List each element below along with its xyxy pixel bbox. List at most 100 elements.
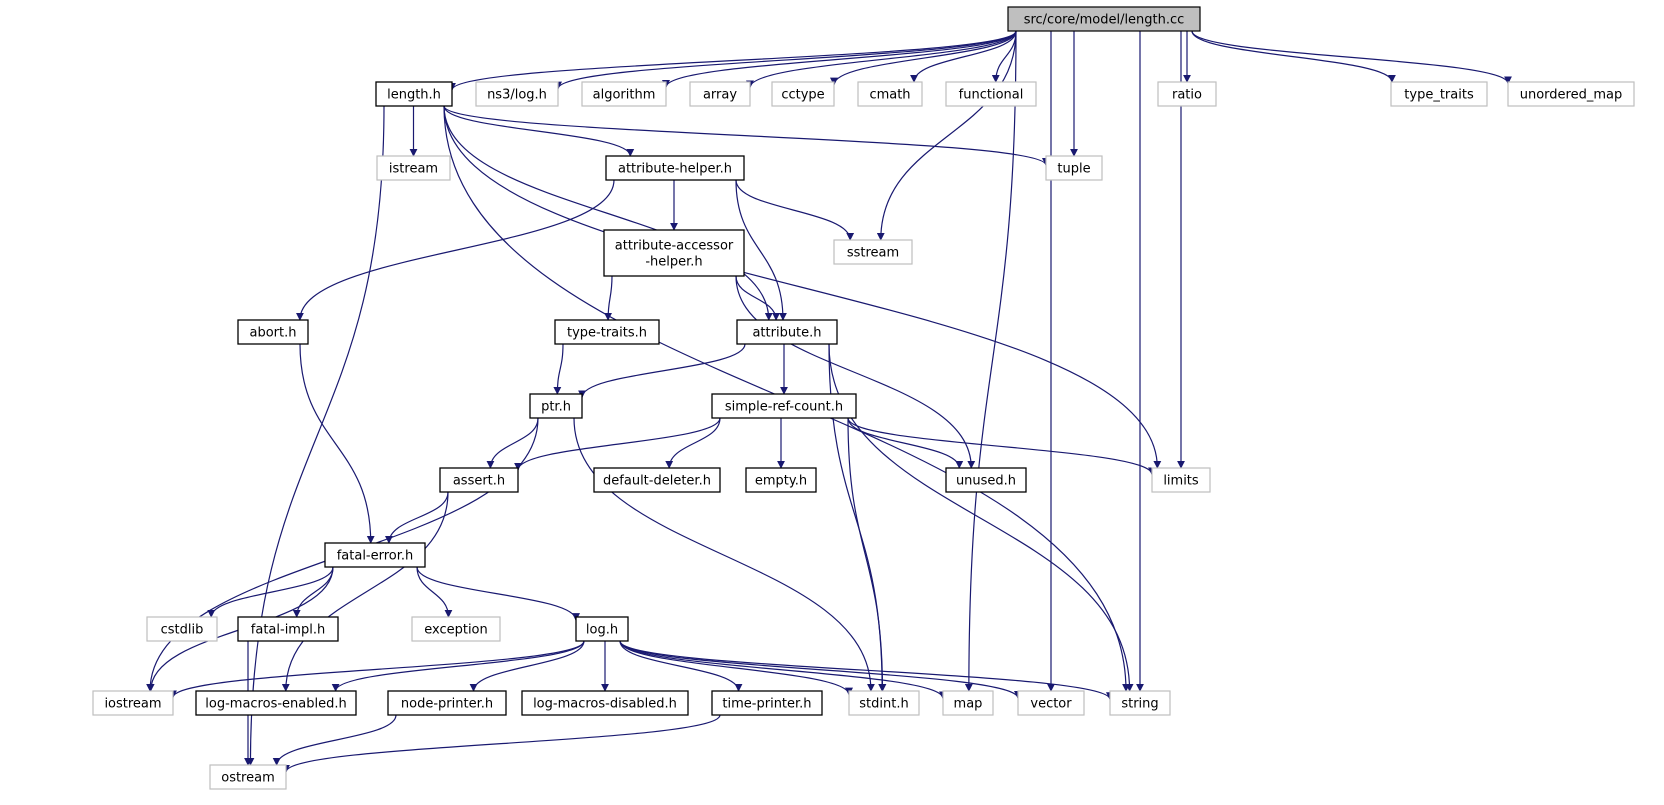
node-time_printer[interactable]: time-printer.h [711, 690, 823, 716]
node-ns3log-box [475, 81, 559, 107]
node-abort[interactable]: abort.h [237, 319, 309, 345]
edge-accessor-to-attribute [735, 275, 781, 321]
edge-root-to-ns3log [554, 30, 1017, 90]
node-exception-label: exception [424, 623, 488, 638]
node-accessor-label-1: -helper.h [645, 255, 702, 270]
node-simple_ref-box [711, 393, 857, 419]
edge-type_traits_h-to-ptr [553, 343, 564, 395]
node-time_printer-label: time-printer.h [722, 697, 811, 712]
node-type_traits-box [1390, 81, 1488, 107]
edge-simple_ref-to-default_deleter [665, 417, 721, 469]
node-attribute[interactable]: attribute.h [736, 319, 838, 345]
node-string-box [1109, 690, 1171, 716]
node-array-label: array [703, 88, 737, 103]
node-type_traits_h[interactable]: type-traits.h [554, 319, 660, 345]
node-cstdlib-label: cstdlib [161, 623, 204, 638]
node-ostream: ostream [209, 764, 287, 790]
node-cctype-box [771, 81, 835, 107]
node-cmath-box [857, 81, 923, 107]
edge-root-to-type_traits [1191, 30, 1396, 83]
node-exception-box [411, 616, 501, 642]
edge-root-to-algorithm [662, 30, 1017, 89]
edge-ptr-to-assert [486, 417, 539, 469]
edge-assert-to-fatal_error [384, 491, 449, 544]
node-fatal_impl-label: fatal-impl.h [251, 623, 325, 638]
node-attribute-box [736, 319, 838, 345]
node-unused[interactable]: unused.h [945, 467, 1027, 493]
node-fatal_impl[interactable]: fatal-impl.h [237, 616, 339, 642]
node-cctype: cctype [771, 81, 835, 107]
node-vector-box [1017, 690, 1085, 716]
node-fatal_impl-box [237, 616, 339, 642]
node-sstream-label: sstream [847, 246, 899, 261]
node-assert-label: assert.h [453, 474, 505, 489]
node-unordered_map-box [1507, 81, 1635, 107]
node-root-box [1007, 6, 1201, 32]
edge-log-to-stdint [619, 640, 853, 696]
node-log_disabled[interactable]: log-macros-disabled.h [521, 690, 689, 716]
node-fatal_error-box [324, 542, 426, 568]
node-attribute_helper[interactable]: attribute-helper.h [605, 155, 745, 181]
edge-accessor-to-unused [735, 275, 976, 469]
node-log_disabled-label: log-macros-disabled.h [533, 697, 677, 712]
node-unused-box [945, 467, 1027, 493]
node-vector: vector [1017, 690, 1085, 716]
node-ostream-label: ostream [221, 771, 275, 786]
node-cstdlib: cstdlib [146, 616, 218, 642]
node-ptr-label: ptr.h [541, 400, 571, 415]
node-attribute_helper-label: attribute-helper.h [618, 162, 732, 177]
node-log-label: log.h [586, 623, 618, 638]
node-sstream-box [833, 239, 913, 265]
node-ptr-box [529, 393, 583, 419]
edge-simple_ref-to-unused [847, 417, 964, 469]
node-accessor[interactable]: attribute-accessor-helper.h [603, 229, 745, 277]
edge-time_printer-to-ostream [282, 714, 721, 773]
node-log[interactable]: log.h [575, 616, 629, 642]
edge-root-to-cctype [830, 30, 1017, 86]
node-default_deleter-box [593, 467, 721, 493]
node-stdint: stdint.h [848, 690, 920, 716]
node-type_traits-label: type_traits [1404, 88, 1474, 103]
node-ptr[interactable]: ptr.h [529, 393, 583, 419]
node-simple_ref[interactable]: simple-ref-count.h [711, 393, 857, 419]
edge-simple_ref-to-stdint [847, 417, 887, 692]
node-vector-label: vector [1030, 697, 1072, 712]
node-log_enabled-box [195, 690, 357, 716]
node-empty-label: empty.h [755, 474, 807, 489]
node-type_traits_h-box [554, 319, 660, 345]
node-root[interactable]: src/core/model/length.cc [1007, 6, 1201, 32]
node-algorithm: algorithm [581, 81, 667, 107]
node-iostream-box [92, 690, 174, 716]
node-length_h[interactable]: length.h [375, 81, 453, 107]
node-attribute_helper-box [605, 155, 745, 181]
node-iostream-label: iostream [104, 697, 161, 712]
node-unused-label: unused.h [956, 474, 1016, 489]
node-log_enabled[interactable]: log-macros-enabled.h [195, 690, 357, 716]
node-length_h-label: length.h [387, 88, 441, 103]
node-istream-label: istream [389, 162, 438, 177]
node-node_printer[interactable]: node-printer.h [387, 690, 507, 716]
node-accessor-box [603, 229, 745, 277]
node-log-box [575, 616, 629, 642]
node-default_deleter[interactable]: default-deleter.h [593, 467, 721, 493]
node-abort-label: abort.h [250, 326, 297, 341]
node-tuple: tuple [1045, 155, 1103, 181]
node-cmath-label: cmath [869, 88, 910, 103]
node-assert[interactable]: assert.h [439, 467, 519, 493]
edge-root-to-map [964, 30, 1017, 692]
node-type_traits_h-label: type-traits.h [567, 326, 647, 341]
node-node_printer-box [387, 690, 507, 716]
edge-length_h-to-attribute [443, 105, 773, 321]
node-empty[interactable]: empty.h [745, 467, 817, 493]
node-fatal_error[interactable]: fatal-error.h [324, 542, 426, 568]
node-tuple-box [1045, 155, 1103, 181]
edge-attribute_helper-to-sstream [735, 179, 855, 241]
node-unordered_map: unordered_map [1507, 81, 1635, 107]
edge-fatal_error-to-cstdlib [207, 566, 334, 618]
node-string: string [1109, 690, 1171, 716]
edge-log-to-iostream [169, 640, 585, 699]
edge-length_h-to-attribute_helper [443, 105, 635, 157]
edge-attribute-to-string [828, 343, 1134, 692]
node-log_enabled-label: log-macros-enabled.h [205, 697, 346, 712]
